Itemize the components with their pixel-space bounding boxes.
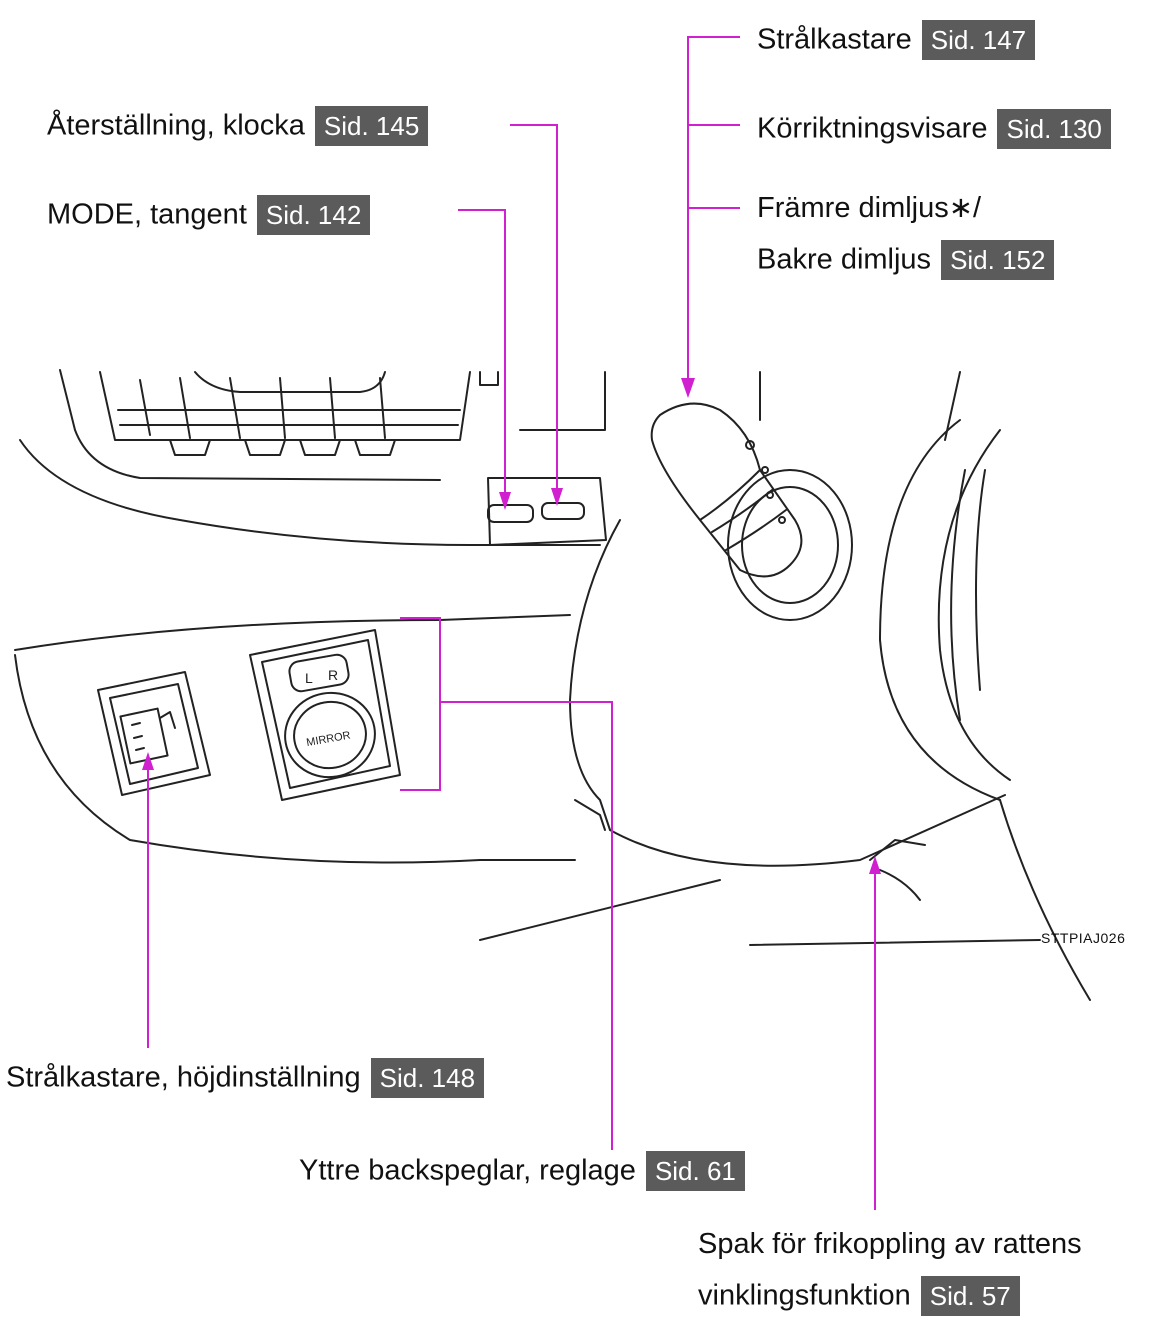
- page-ref-148[interactable]: Sid. 148: [370, 1058, 485, 1098]
- page-ref-145[interactable]: Sid. 145: [314, 106, 429, 146]
- page-ref-61[interactable]: Sid. 61: [645, 1151, 745, 1191]
- page-ref-130[interactable]: Sid. 130: [997, 109, 1111, 149]
- steering-column: [569, 519, 621, 831]
- mirror-label: MIRROR: [305, 729, 351, 749]
- image-code: STTPIAJ026: [1041, 930, 1126, 946]
- dashboard-outline: [19, 439, 601, 546]
- mirror-switch-panel: [249, 629, 401, 801]
- mirror-r-letter: R: [328, 667, 338, 683]
- label-spak-line1: Spak för frikoppling av rattens: [698, 1228, 1082, 1260]
- page-ref-142[interactable]: Sid. 142: [256, 195, 371, 235]
- page-ref-152[interactable]: Sid. 152: [941, 240, 1055, 280]
- callout-mirror-bracket: [400, 617, 441, 791]
- mirror-l-letter: L: [305, 670, 313, 686]
- button-panel: [487, 477, 607, 546]
- label-framre-dimljus: Främre dimljus∗/: [757, 192, 982, 224]
- callout-mode: [458, 209, 506, 503]
- headlight-leveling-switch: [97, 671, 211, 796]
- callout-clock: [510, 124, 558, 500]
- combination-switch-lever: [650, 402, 803, 578]
- page-ref-57[interactable]: Sid. 57: [920, 1276, 1020, 1316]
- callout-stalk-bracket: [687, 36, 740, 392]
- air-vent: [99, 371, 471, 456]
- page-ref-147[interactable]: Sid. 147: [921, 20, 1036, 60]
